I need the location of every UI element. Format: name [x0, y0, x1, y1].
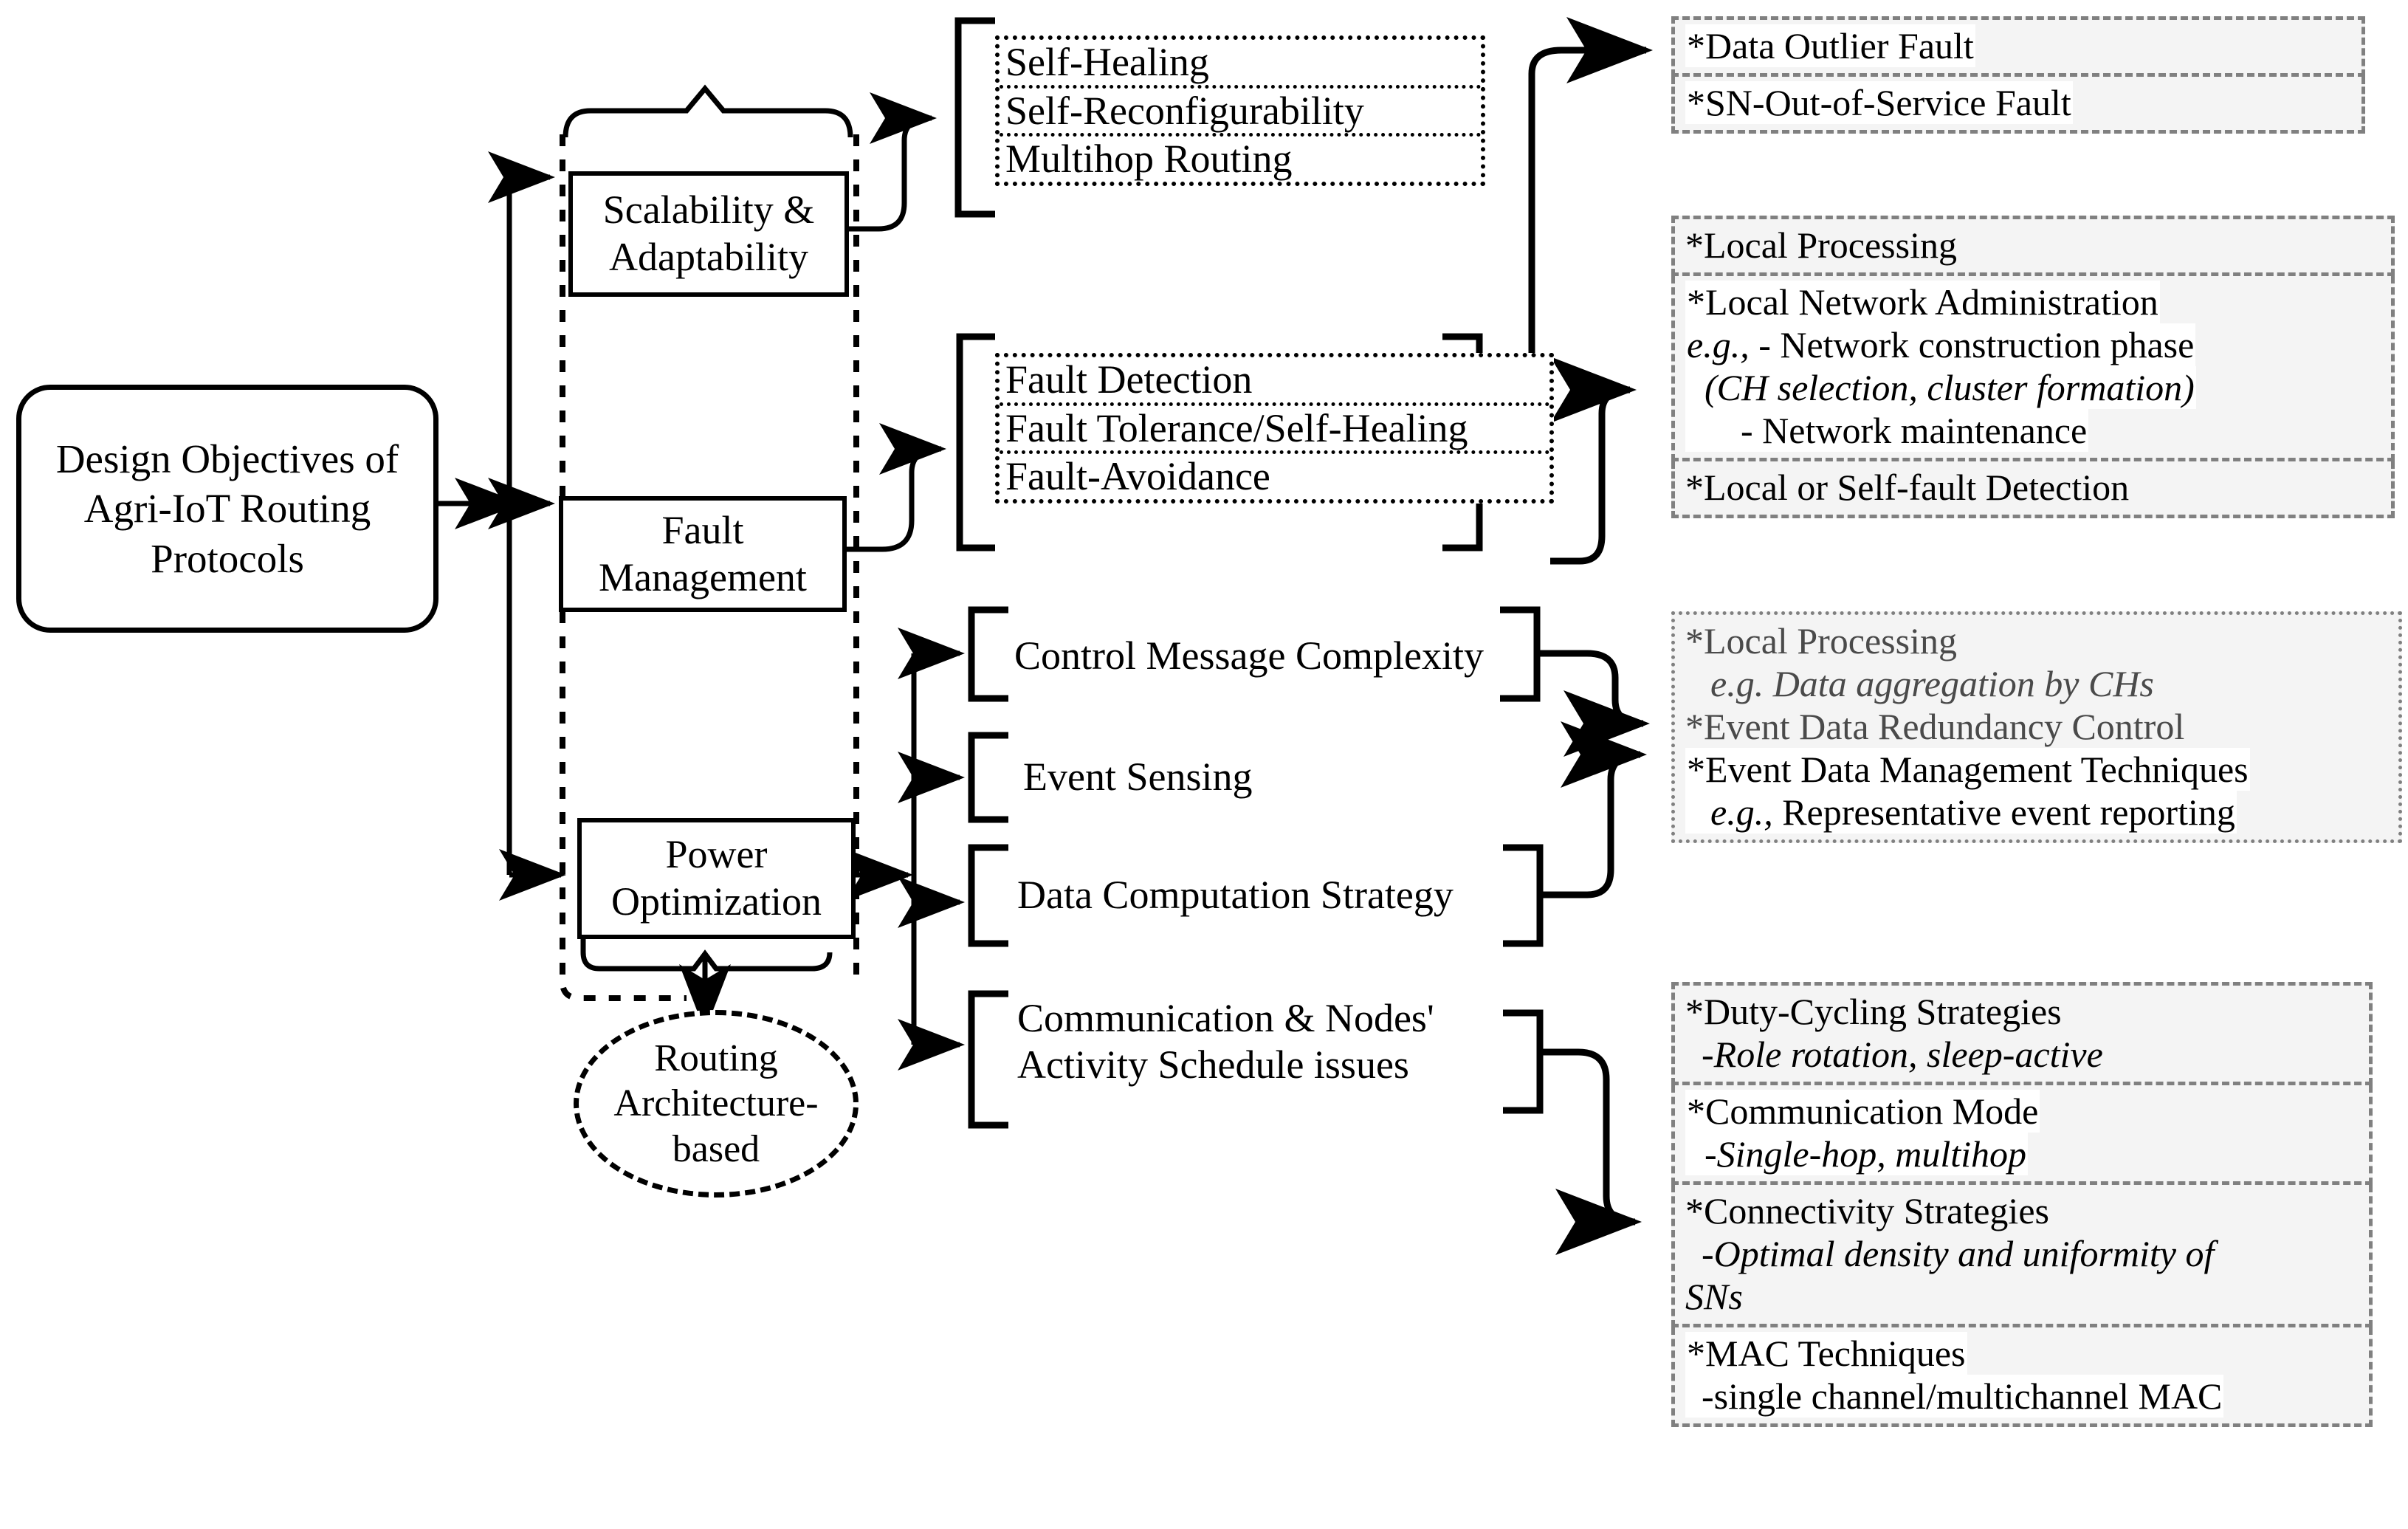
- list-item[interactable]: Multihop Routing: [1005, 137, 1293, 182]
- scalability-item-list: Self-Healing Self-Reconfigurability Mult…: [995, 35, 1485, 187]
- panel-section[interactable]: *Local or Self-fault Detection: [1671, 461, 2395, 518]
- bracket-control-left: [968, 606, 1008, 702]
- fault-item-list: Fault Detection Fault Tolerance/Self-Hea…: [995, 353, 1554, 504]
- panel-line: *Event Data Management Techniques: [1685, 748, 2250, 791]
- category-scalability-label: Scalability &Adaptability: [602, 188, 815, 279]
- panel-line: -Role rotation, sleep-active: [1702, 1034, 2103, 1075]
- panel-line: *Communication Mode: [1685, 1090, 2040, 1133]
- list-item[interactable]: Fault Tolerance/Self-Healing: [1000, 406, 1549, 455]
- panel-section[interactable]: *SN-Out-of-Service Fault: [1671, 77, 2365, 134]
- panel-fault-management: *Local Processing *Local Network Administ…: [1671, 216, 2395, 518]
- edge-scalability-to-list: [840, 92, 937, 232]
- panel-line: *MAC Techniques: [1685, 1332, 1967, 1375]
- panel-section[interactable]: *MAC Techniques-single channel/multichan…: [1671, 1327, 2373, 1427]
- panel-section[interactable]: *Local Network Administratione.g., - Net…: [1671, 276, 2395, 461]
- category-scalability[interactable]: Scalability &Adaptability: [568, 171, 849, 297]
- panel-line: *Data Outlier Fault: [1685, 24, 1975, 67]
- panel-line: *Event Data Redundancy Control: [1685, 706, 2185, 747]
- panel-line: *Local Processing: [1685, 224, 1957, 266]
- bracket-comm-left: [968, 990, 1008, 1129]
- edge-to-local-proc-panel: [1537, 650, 1650, 757]
- power-item-event-sensing[interactable]: Event Sensing: [1023, 755, 1253, 799]
- panel-line: *Local Processing: [1685, 620, 1957, 662]
- power-item-control-message-complexity[interactable]: Control Message Complexity: [1014, 633, 1484, 678]
- panel-line: *Duty-Cycling Strategies: [1685, 991, 2062, 1032]
- power-item-data-computation-strategy[interactable]: Data Computation Strategy: [1017, 873, 1454, 917]
- panel-line: *Local Network Administration: [1685, 281, 2160, 323]
- edge-to-fault-mgmt-panel: [1549, 357, 1637, 565]
- panel-section[interactable]: *Connectivity Strategies-Optimal density…: [1671, 1185, 2373, 1327]
- panel-line: -Optimal density and uniformity of: [1702, 1233, 2215, 1274]
- panel-line: - Network maintenance: [1685, 409, 2089, 452]
- panel-line: *Connectivity Strategies: [1685, 1190, 2049, 1231]
- list-item[interactable]: Self-Reconfigurability: [1000, 89, 1481, 137]
- power-item-communication-nodes[interactable]: Communication & Nodes'Activity Schedule …: [1017, 996, 1434, 1087]
- panel-line: e.g., - Network construction phase: [1685, 323, 2196, 366]
- panel-line: -Single-hop, multihop: [1685, 1133, 2029, 1175]
- bracket-fault-left: [956, 333, 995, 552]
- panel-line: -single channel/multichannel MAC: [1685, 1375, 2224, 1418]
- panel-line: e.g. Data aggregation by CHs: [1710, 663, 2154, 704]
- panel-power-strategies: *Duty-Cycling Strategies-Role rotation, …: [1671, 982, 2373, 1427]
- bracket-event-left: [968, 732, 1008, 823]
- panel-line: e.g., Representative event reporting: [1685, 791, 2237, 834]
- list-item[interactable]: Fault-Avoidance: [1005, 454, 1270, 499]
- bracket-scalability-left: [954, 17, 995, 218]
- panel-line: SNs: [1685, 1276, 1743, 1317]
- edge-to-event-data-panel: [1540, 721, 1647, 898]
- edge-fault-to-list: [840, 423, 946, 552]
- edge-to-power-strat-panel: [1540, 1048, 1642, 1255]
- panel-section[interactable]: *Local Processing: [1671, 216, 2395, 276]
- panel-line: (CH selection, cluster formation): [1685, 366, 2196, 409]
- bracket-comm-right: [1503, 1009, 1544, 1114]
- list-item[interactable]: Self-Healing: [1000, 40, 1481, 89]
- bracket-data-left: [968, 844, 1008, 947]
- bracket-control-right: [1500, 606, 1541, 702]
- panel-section[interactable]: *Data Outlier Fault: [1671, 16, 2365, 77]
- panel-section[interactable]: *Communication Mode-Single-hop, multihop: [1671, 1085, 2373, 1185]
- panel-line: *Local or Self-fault Detection: [1685, 467, 2130, 508]
- list-item[interactable]: Fault Detection: [1000, 357, 1549, 406]
- panel-section[interactable]: *Duty-Cycling Strategies-Role rotation, …: [1671, 982, 2373, 1085]
- panel-fault-types: *Data Outlier Fault *SN-Out-of-Service Fa…: [1671, 16, 2365, 134]
- panel-line: *SN-Out-of-Service Fault: [1685, 81, 2073, 124]
- bracket-data-right: [1503, 844, 1544, 947]
